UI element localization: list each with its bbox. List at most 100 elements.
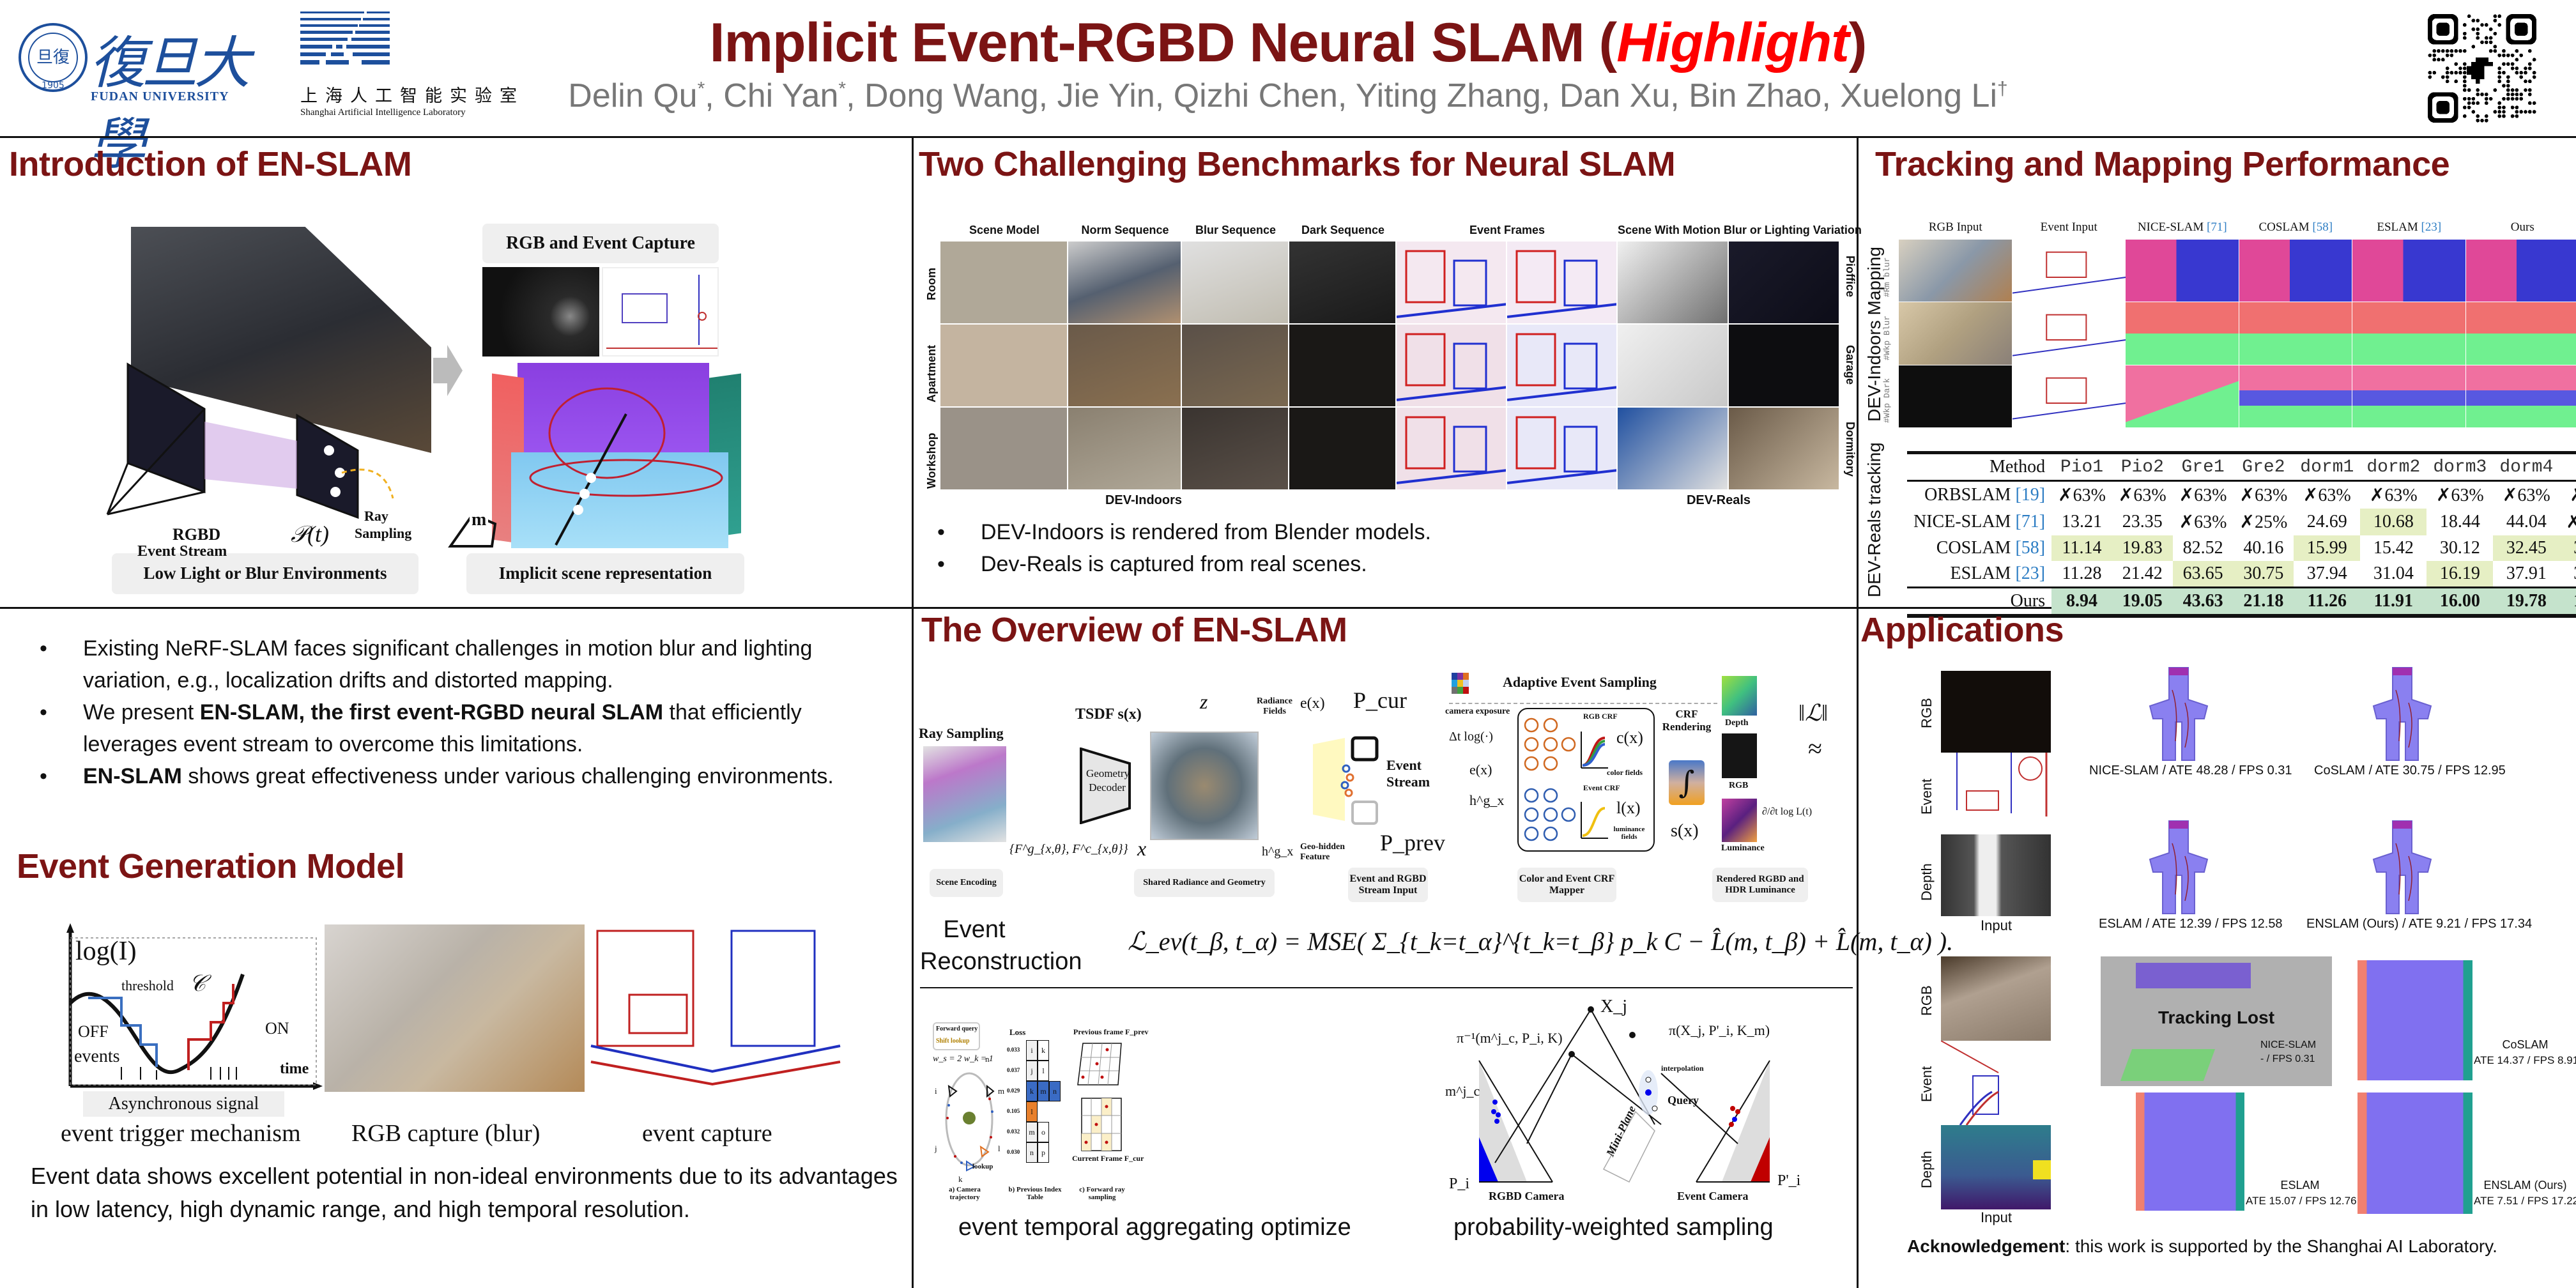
camera-prev-icon <box>1351 801 1378 825</box>
app1-caption-enslam: ENSLAM (Ours) / ATE 9.21 / FPS 17.34 <box>2306 917 2533 931</box>
qr-code-icon[interactable] <box>2428 14 2536 123</box>
author: Dong Wang, <box>864 77 1057 114</box>
index-cell: n <box>1049 1081 1061 1101</box>
app1-caption-coslam: CoSLAM / ATE 30.75 / FPS 12.95 <box>2314 763 2506 778</box>
label-event-stream: Event Stream <box>137 543 227 560</box>
table-cell: 30.95 <box>2559 535 2576 561</box>
mapping-image <box>1899 240 2012 302</box>
scene-encoding-grid <box>923 746 1006 842</box>
mapping-image <box>1899 302 2012 365</box>
citation-link[interactable]: [58] <box>2015 538 2046 558</box>
rgb-render <box>1722 733 1757 778</box>
table-cell: 30.12 <box>2439 538 2480 558</box>
event-gen-text: Event data shows excellent potential in … <box>31 1163 898 1222</box>
plot-c: 𝒞 <box>189 970 206 996</box>
table-cell: ✗63% <box>2118 486 2166 505</box>
author-list: Delin Qu*, Chi Yan*, Dong Wang, Jie Yin,… <box>0 77 2576 115</box>
benchmark-image <box>1182 241 1288 323</box>
separator-dashed <box>1449 703 1717 704</box>
prev-frame-grid <box>1077 1043 1122 1085</box>
citation-link[interactable]: [71] <box>2015 512 2046 532</box>
enslam-map <box>2358 1092 2472 1214</box>
low-light-label: Low Light or Blur Environments <box>112 553 418 594</box>
mapping-row-label: #Rm blur <box>1882 257 1892 298</box>
radiance-fields-label: Radiance Fields <box>1257 696 1292 716</box>
stage-stream-input: Event and RGBD Stream Input <box>1348 868 1428 902</box>
index-cell: n <box>1026 1142 1038 1163</box>
overview-title: The Overview of EN-SLAM <box>921 611 1347 649</box>
nice-name: NICE-SLAM <box>2260 1039 2317 1050</box>
loss-value: 0.105 <box>1007 1108 1020 1114</box>
table-cell: 16.19 <box>2426 561 2494 588</box>
row-label-garage: Garage <box>1844 345 1857 385</box>
table-cell: ✗63% <box>2239 486 2288 505</box>
plot-events: events <box>73 1046 121 1067</box>
table-cell: 21.42 <box>2122 564 2163 583</box>
svg-text:旦復: 旦復 <box>36 48 70 67</box>
event-capture-lines <box>590 930 841 1086</box>
cam-l: l <box>998 1144 1000 1153</box>
camera-trajectory <box>945 1072 995 1172</box>
tracking-title: Tracking and Mapping Performance <box>1875 145 2450 183</box>
table-cell: 19.78 <box>2493 587 2560 616</box>
benchmark-image <box>1618 241 1728 323</box>
method-name: Ours <box>2010 591 2046 611</box>
fudan-logo: 旦復 1905 復旦大學 FUDAN UNIVERSITY <box>18 13 267 177</box>
event-crf-label: Event CRF <box>1583 783 1620 792</box>
mapping-image <box>1899 365 2012 427</box>
column-header: Gre2 <box>2242 457 2285 477</box>
approx-label: ≈ <box>1808 734 1822 763</box>
overview-divider <box>920 987 1853 988</box>
benchmark-image <box>1289 241 1395 323</box>
index-cell: o <box>1038 1122 1049 1142</box>
mapping-column-header: RGB Input <box>1928 220 1982 234</box>
shlab-english: Shanghai Artificial Intelligence Laborat… <box>300 107 466 118</box>
benchmark-image <box>1507 408 1616 489</box>
input-row-depth: Depth <box>1919 1151 1935 1188</box>
enslam-name: ENSLAM (Ours) <box>2483 1179 2567 1192</box>
table-cell: 8.94 <box>2051 587 2112 616</box>
row-label-room: Room <box>925 268 938 300</box>
mapping-image <box>2352 365 2465 427</box>
input-row-event: Event <box>1919 1066 1935 1102</box>
benchmark-image <box>1182 408 1288 489</box>
xj-label: X_j <box>1600 997 1627 1016</box>
intro-bullet: We present EN-SLAM, the first event-RGBD… <box>32 696 888 760</box>
event-reconstruction-label: Event Reconstruction <box>920 916 1082 975</box>
method-name: COSLAM [58] <box>1936 538 2046 558</box>
column-header: dorm1 <box>2300 457 2354 477</box>
author: Bin Zhao, <box>1689 77 1841 114</box>
table-cell: 21.18 <box>2233 587 2294 616</box>
method-name: NICE-SLAM [71] <box>1913 512 2046 532</box>
author: Delin Qu*, <box>568 77 724 114</box>
benchmark-image <box>1397 241 1506 323</box>
intro-bullet: Existing NeRF-SLAM faces significant cha… <box>32 632 888 696</box>
luminance-label: Luminance <box>1721 843 1765 853</box>
benchmark-image <box>1289 408 1395 489</box>
table-cell: 16.00 <box>2426 587 2494 616</box>
benchmark-image <box>1182 325 1288 406</box>
table-cell: 13.21 <box>2062 512 2102 532</box>
citation-link[interactable]: [23] <box>2015 564 2046 583</box>
citation-link[interactable]: [19] <box>2015 485 2046 505</box>
geometry-decoder-shape <box>1080 747 1131 824</box>
author: Yiting Zhang, <box>1355 77 1560 114</box>
author: Chi Yan*, <box>723 77 864 114</box>
table-cell: ✗63% <box>2179 512 2227 532</box>
mapping-image <box>2352 240 2465 302</box>
dlog-label: ∂/∂t log L(t) <box>1762 806 1813 817</box>
loss-value: 0.037 <box>1007 1067 1020 1073</box>
col-header: Event Frames <box>1469 224 1545 236</box>
input-row-rgb: RGB <box>1919 698 1935 728</box>
table-cell: 31.04 <box>2373 564 2414 583</box>
app2-rgb-image <box>1941 956 2051 1041</box>
row-label-workshop: Workshop <box>925 433 938 489</box>
cam-m: m <box>998 1086 1005 1096</box>
cur-frame-label: Current Frame F_cur <box>1072 1154 1144 1163</box>
mapping-image <box>2126 302 2239 365</box>
author: Dan Xu, <box>1559 77 1689 114</box>
sx-label: s(x) <box>1671 821 1699 841</box>
intro-bullets: Existing NeRF-SLAM faces significant cha… <box>32 632 888 792</box>
benchmark-image <box>1729 241 1839 323</box>
app1-depth-image <box>1941 834 2051 916</box>
